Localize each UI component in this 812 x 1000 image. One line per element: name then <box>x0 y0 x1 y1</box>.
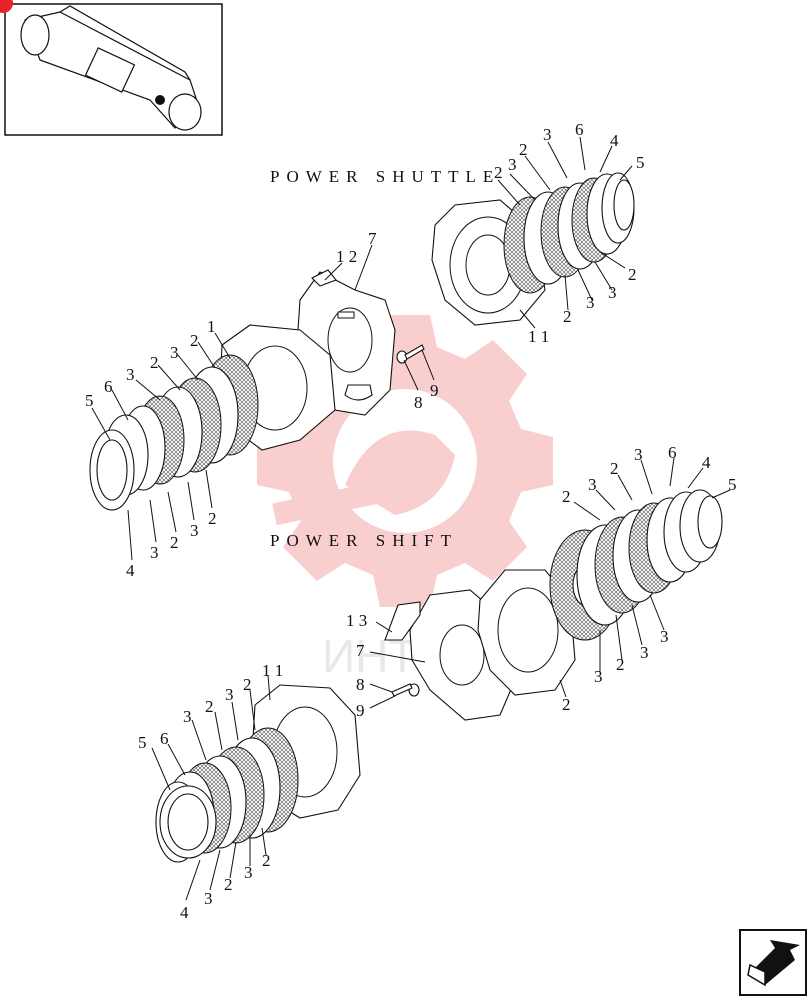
svg-text:3: 3 <box>190 521 199 540</box>
svg-text:8: 8 <box>414 393 423 412</box>
svg-text:3: 3 <box>586 293 595 312</box>
svg-text:5: 5 <box>728 475 737 494</box>
svg-text:4: 4 <box>180 903 189 922</box>
svg-text:5: 5 <box>636 153 645 172</box>
svg-text:3: 3 <box>608 283 617 302</box>
svg-text:1 2: 1 2 <box>336 247 357 266</box>
svg-text:2: 2 <box>562 695 571 714</box>
svg-text:3: 3 <box>204 889 213 908</box>
svg-text:2: 2 <box>628 265 637 284</box>
svg-text:3: 3 <box>170 343 179 362</box>
shift-right-labels: 2 3 2 3 6 4 5 3 3 2 3 2 1 <box>562 443 737 714</box>
svg-text:2: 2 <box>610 459 619 478</box>
section-title-power-shift: POWER SHIFT <box>270 531 458 550</box>
svg-text:2: 2 <box>208 509 217 528</box>
shift-right-leaders <box>559 457 731 698</box>
svg-text:1 1: 1 1 <box>262 661 283 680</box>
svg-text:9: 9 <box>430 381 439 400</box>
svg-text:4: 4 <box>126 561 135 580</box>
shuttle-left-labels: 1 2 7 9 8 1 2 3 2 3 6 5 4 3 2 3 2 <box>85 229 439 580</box>
svg-text:2: 2 <box>205 697 214 716</box>
svg-text:3: 3 <box>594 667 603 686</box>
svg-text:1: 1 <box>207 317 216 336</box>
shuttle-right-leaders <box>497 136 633 329</box>
svg-text:7: 7 <box>356 641 365 660</box>
shift-cover-leaders <box>369 621 426 709</box>
svg-text:3: 3 <box>126 365 135 384</box>
svg-text:2: 2 <box>616 655 625 674</box>
svg-text:4: 4 <box>702 453 711 472</box>
svg-text:2: 2 <box>519 140 528 159</box>
shift-left-leaders <box>151 674 271 901</box>
svg-text:3: 3 <box>183 707 192 726</box>
svg-text:1 3: 1 3 <box>346 611 367 630</box>
svg-text:2: 2 <box>494 163 503 182</box>
shuttle-right-labels: 2 3 2 3 6 4 5 2 3 3 2 1 1 <box>494 120 645 346</box>
svg-text:2: 2 <box>190 331 199 350</box>
shift-right-assembly <box>384 489 723 721</box>
svg-text:2: 2 <box>224 875 233 894</box>
svg-text:3: 3 <box>244 863 253 882</box>
svg-text:6: 6 <box>575 120 584 139</box>
shift-left-labels: 1 1 2 3 2 3 6 5 4 3 2 3 2 <box>138 661 283 922</box>
marker-dot-icon <box>0 0 13 13</box>
section-title-power-shuttle: POWER SHUTTLE <box>270 167 500 186</box>
svg-text:3: 3 <box>634 445 643 464</box>
svg-text:2: 2 <box>563 307 572 326</box>
svg-text:3: 3 <box>150 543 159 562</box>
shuttle-left-leaders <box>91 244 435 561</box>
svg-text:3: 3 <box>543 125 552 144</box>
svg-text:7: 7 <box>368 229 377 248</box>
svg-text:2: 2 <box>170 533 179 552</box>
shift-cover-labels: 1 3 7 8 9 <box>346 611 367 720</box>
svg-text:3: 3 <box>588 475 597 494</box>
svg-text:5: 5 <box>138 733 147 752</box>
shift-left-assembly <box>155 684 361 863</box>
svg-text:3: 3 <box>640 643 649 662</box>
shift-cover-fasteners <box>391 683 420 697</box>
svg-text:4: 4 <box>610 131 619 150</box>
svg-text:3: 3 <box>508 155 517 174</box>
svg-text:2: 2 <box>262 851 271 870</box>
svg-text:3: 3 <box>225 685 234 704</box>
shuttle-right-assembly <box>431 172 635 326</box>
shuttle-left-assembly <box>89 269 425 511</box>
svg-text:5: 5 <box>85 391 94 410</box>
svg-text:2: 2 <box>243 675 252 694</box>
svg-text:3: 3 <box>660 627 669 646</box>
svg-text:6: 6 <box>668 443 677 462</box>
next-page-arrow-icon[interactable] <box>739 929 807 996</box>
svg-text:9: 9 <box>356 701 365 720</box>
svg-text:2: 2 <box>150 353 159 372</box>
svg-text:1 1: 1 1 <box>528 327 549 346</box>
svg-text:6: 6 <box>104 377 113 396</box>
svg-text:8: 8 <box>356 675 365 694</box>
svg-text:6: 6 <box>160 729 169 748</box>
svg-text:2: 2 <box>562 487 571 506</box>
axle-assembly-thumbnail[interactable] <box>0 0 223 136</box>
